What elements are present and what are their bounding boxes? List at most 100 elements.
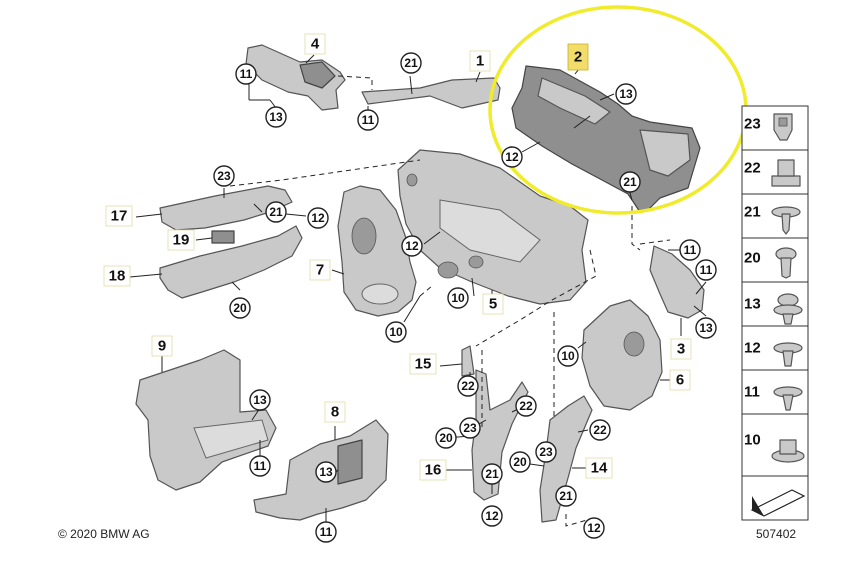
svg-text:16: 16 — [425, 462, 442, 479]
callout-11: 11 — [679, 239, 701, 261]
svg-text:13: 13 — [619, 87, 633, 101]
svg-text:23: 23 — [463, 421, 477, 435]
svg-text:17: 17 — [111, 208, 128, 225]
callout-13: 13 — [265, 106, 287, 128]
callout-12: 12 — [307, 207, 329, 229]
svg-text:14: 14 — [591, 460, 608, 477]
callout-13: 13 — [315, 461, 337, 483]
part-1-shape — [361, 77, 501, 109]
part-shapes — [135, 44, 705, 523]
svg-text:20: 20 — [744, 250, 761, 267]
part-6-shape — [581, 299, 663, 411]
legend-item-12: 12 — [744, 340, 803, 367]
svg-text:4: 4 — [311, 36, 320, 53]
svg-text:23: 23 — [217, 169, 231, 183]
part-7-shape — [337, 185, 417, 317]
svg-text:21: 21 — [559, 489, 573, 503]
part-3-shape — [649, 245, 705, 319]
svg-text:10: 10 — [561, 349, 575, 363]
svg-text:11: 11 — [362, 113, 375, 127]
svg-text:10: 10 — [389, 325, 403, 339]
callout-22: 22 — [515, 395, 537, 417]
part-15-shape — [461, 345, 475, 377]
part-label-4: 4 — [304, 33, 326, 55]
part-label-3: 3 — [670, 338, 692, 360]
svg-text:12: 12 — [311, 211, 325, 225]
copyright-text: © 2020 BMW AG — [58, 527, 150, 541]
svg-text:10: 10 — [744, 432, 761, 449]
legend-item-10: 10 — [744, 432, 805, 463]
leader-lines — [129, 54, 707, 527]
callout-12: 12 — [583, 517, 605, 539]
svg-text:22: 22 — [593, 423, 607, 437]
part-9-shape — [135, 349, 277, 491]
part-18-shape — [159, 225, 303, 299]
svg-text:23: 23 — [744, 116, 761, 133]
part-label-9: 9 — [151, 335, 173, 357]
svg-text:21: 21 — [404, 56, 418, 70]
svg-text:11: 11 — [684, 243, 697, 257]
callout-20: 20 — [435, 427, 457, 449]
svg-text:21: 21 — [744, 204, 761, 221]
svg-text:23: 23 — [539, 445, 553, 459]
callout-20: 20 — [509, 451, 531, 473]
svg-text:10: 10 — [451, 291, 465, 305]
callout-11: 11 — [249, 455, 271, 477]
part-19-shape — [211, 230, 235, 244]
legend-item-13: 13 — [744, 293, 803, 325]
legend-item-11: 11 — [744, 384, 803, 411]
svg-text:13: 13 — [269, 110, 283, 124]
callout-11: 11 — [235, 63, 257, 85]
callout-10: 10 — [447, 287, 469, 309]
legend-item-23: 23 — [744, 113, 793, 141]
callout-23: 23 — [213, 165, 235, 187]
part-label-1: 1 — [469, 50, 491, 72]
svg-text:6: 6 — [676, 372, 684, 389]
part-label-8: 8 — [324, 401, 346, 423]
callout-11: 11 — [695, 259, 717, 281]
diagram-number: 507402 — [756, 527, 797, 541]
callout-21: 21 — [555, 485, 577, 507]
svg-text:22: 22 — [461, 379, 475, 393]
legend-item-21: 21 — [744, 204, 801, 235]
part-label-19: 19 — [167, 229, 195, 251]
callout-13: 13 — [695, 317, 717, 339]
callout-23: 23 — [535, 441, 557, 463]
svg-text:11: 11 — [320, 525, 333, 539]
callout-23: 23 — [459, 417, 481, 439]
svg-text:21: 21 — [269, 205, 283, 219]
svg-text:19: 19 — [173, 232, 190, 249]
svg-text:13: 13 — [319, 465, 333, 479]
part-label-5: 5 — [482, 293, 504, 315]
callout-13: 13 — [615, 83, 637, 105]
callout-22: 22 — [457, 375, 479, 397]
svg-text:11: 11 — [240, 67, 253, 81]
svg-text:11: 11 — [254, 459, 267, 473]
svg-text:12: 12 — [505, 150, 519, 164]
part-label-6: 6 — [669, 369, 691, 391]
svg-text:20: 20 — [233, 301, 247, 315]
svg-text:20: 20 — [513, 455, 527, 469]
callouts: 21 21 21 21 21 13 13 13 13 13 11 11 11 1… — [213, 52, 717, 543]
svg-text:12: 12 — [744, 340, 761, 357]
svg-text:12: 12 — [587, 521, 601, 535]
callout-12: 12 — [481, 505, 503, 527]
part-14-shape — [539, 395, 593, 523]
callout-12: 12 — [501, 146, 523, 168]
svg-text:21: 21 — [623, 175, 637, 189]
part-label-16: 16 — [419, 459, 447, 481]
callout-21: 21 — [265, 201, 287, 223]
svg-text:9: 9 — [158, 338, 166, 355]
svg-text:13: 13 — [699, 321, 713, 335]
svg-text:12: 12 — [485, 509, 499, 523]
part-label-2: 2 — [567, 43, 589, 71]
svg-text:22: 22 — [519, 399, 533, 413]
part-4-shape — [245, 44, 346, 111]
part-label-14: 14 — [585, 457, 613, 479]
svg-text:7: 7 — [316, 262, 324, 279]
callout-10: 10 — [385, 321, 407, 343]
callout-22: 22 — [589, 419, 611, 441]
callout-10: 10 — [557, 345, 579, 367]
part-label-17: 17 — [105, 205, 133, 227]
